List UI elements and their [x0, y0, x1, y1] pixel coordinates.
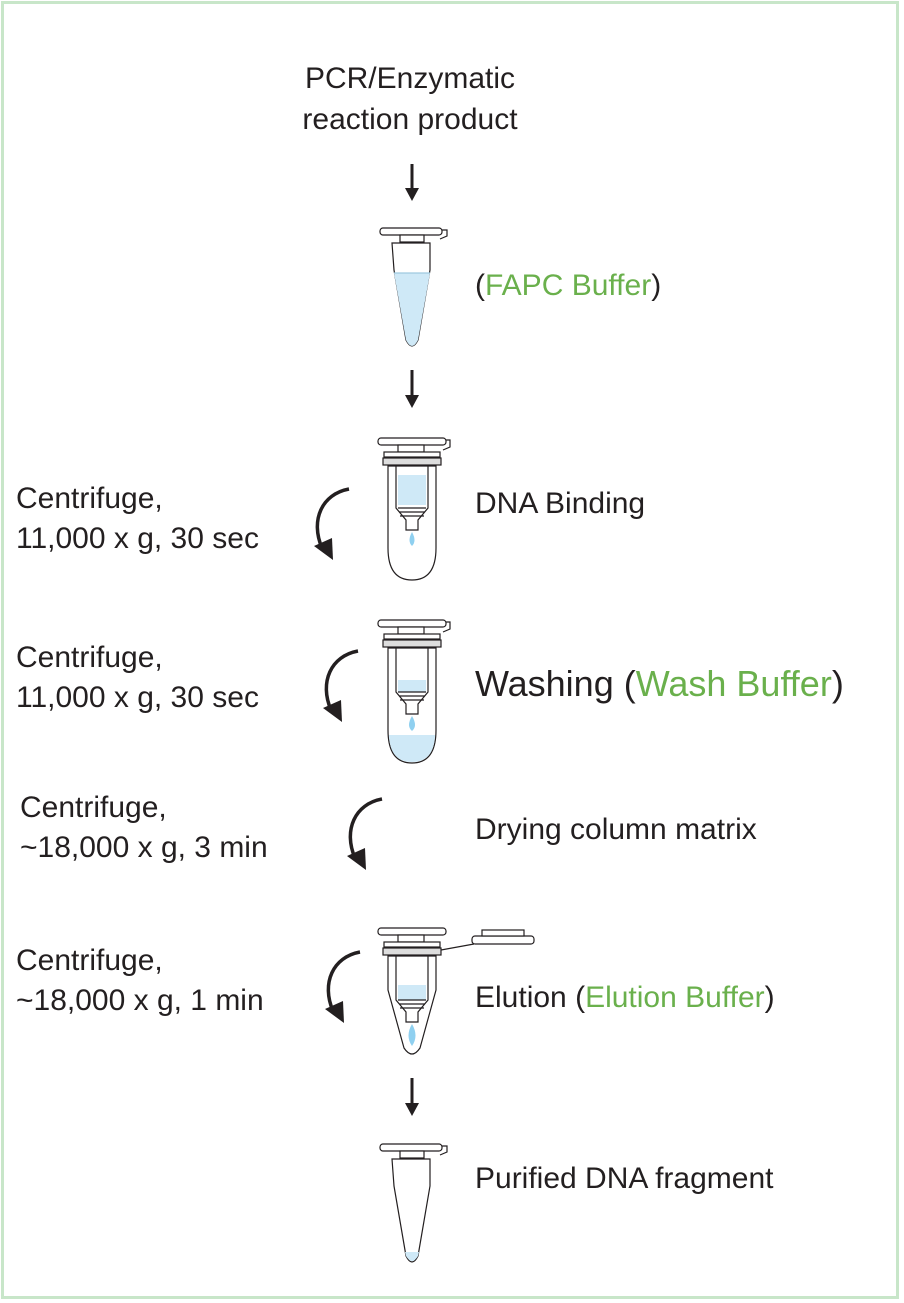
fapc-buffer-name: FAPC Buffer: [485, 269, 652, 302]
drying-condition-line-2: ~18,000 x g, 3 min: [20, 831, 268, 864]
washing-label-text: Washing (: [475, 663, 636, 704]
fapc-buffer-label: (FAPC Buffer): [475, 266, 661, 306]
tube-elution-column: [377, 927, 535, 1055]
washing-condition-line-1: Centrifuge,: [16, 641, 163, 674]
elution-condition-line-2: ~18,000 x g, 1 min: [16, 984, 264, 1017]
binding-condition: Centrifuge, 11,000 x g, 30 sec: [16, 479, 259, 559]
centrifuge-arrow-2: [323, 649, 359, 722]
washing-paren-close: ): [831, 663, 844, 704]
down-arrow-2: [405, 370, 419, 408]
binding-condition-line-1: Centrifuge,: [16, 482, 163, 515]
centrifuge-arrow-1: [314, 487, 350, 560]
binding-condition-line-2: 11,000 x g, 30 sec: [16, 522, 259, 555]
tube-binding-column: [377, 437, 451, 581]
tube-fapc: [379, 227, 448, 347]
fapc-paren-open: (: [475, 269, 485, 302]
elution-label: Elution (Elution Buffer): [475, 978, 775, 1018]
drying-condition: Centrifuge, ~18,000 x g, 3 min: [20, 788, 268, 868]
tube-washing-column: [377, 619, 451, 764]
drying-label: Drying column matrix: [475, 813, 757, 846]
tube-purified: [379, 1143, 448, 1263]
washing-label: Washing (Wash Buffer): [475, 664, 844, 704]
centrifuge-arrow-4: [325, 950, 361, 1023]
wash-buffer-name: Wash Buffer: [635, 663, 832, 704]
diagram-title: PCR/Enzymatic reaction product: [0, 58, 820, 140]
purified-label: Purified DNA fragment: [475, 1162, 774, 1195]
drying-condition-line-1: Centrifuge,: [20, 791, 167, 824]
down-arrow-1: [405, 164, 419, 201]
washing-condition-line-2: 11,000 x g, 30 sec: [16, 681, 259, 714]
down-arrow-3: [405, 1078, 419, 1116]
title-line-2: reaction product: [302, 103, 518, 136]
title-line-1: PCR/Enzymatic: [304, 62, 516, 95]
elution-label-text: Elution (: [475, 981, 586, 1014]
fapc-paren-close: ): [651, 269, 662, 302]
elution-condition-line-1: Centrifuge,: [16, 944, 163, 977]
washing-condition: Centrifuge, 11,000 x g, 30 sec: [16, 638, 259, 718]
binding-label: DNA Binding: [475, 487, 646, 520]
elution-paren-close: ): [764, 981, 775, 1014]
elution-condition: Centrifuge, ~18,000 x g, 1 min: [16, 941, 264, 1021]
elution-buffer-name: Elution Buffer: [585, 981, 765, 1014]
centrifuge-arrow-3: [347, 797, 383, 870]
